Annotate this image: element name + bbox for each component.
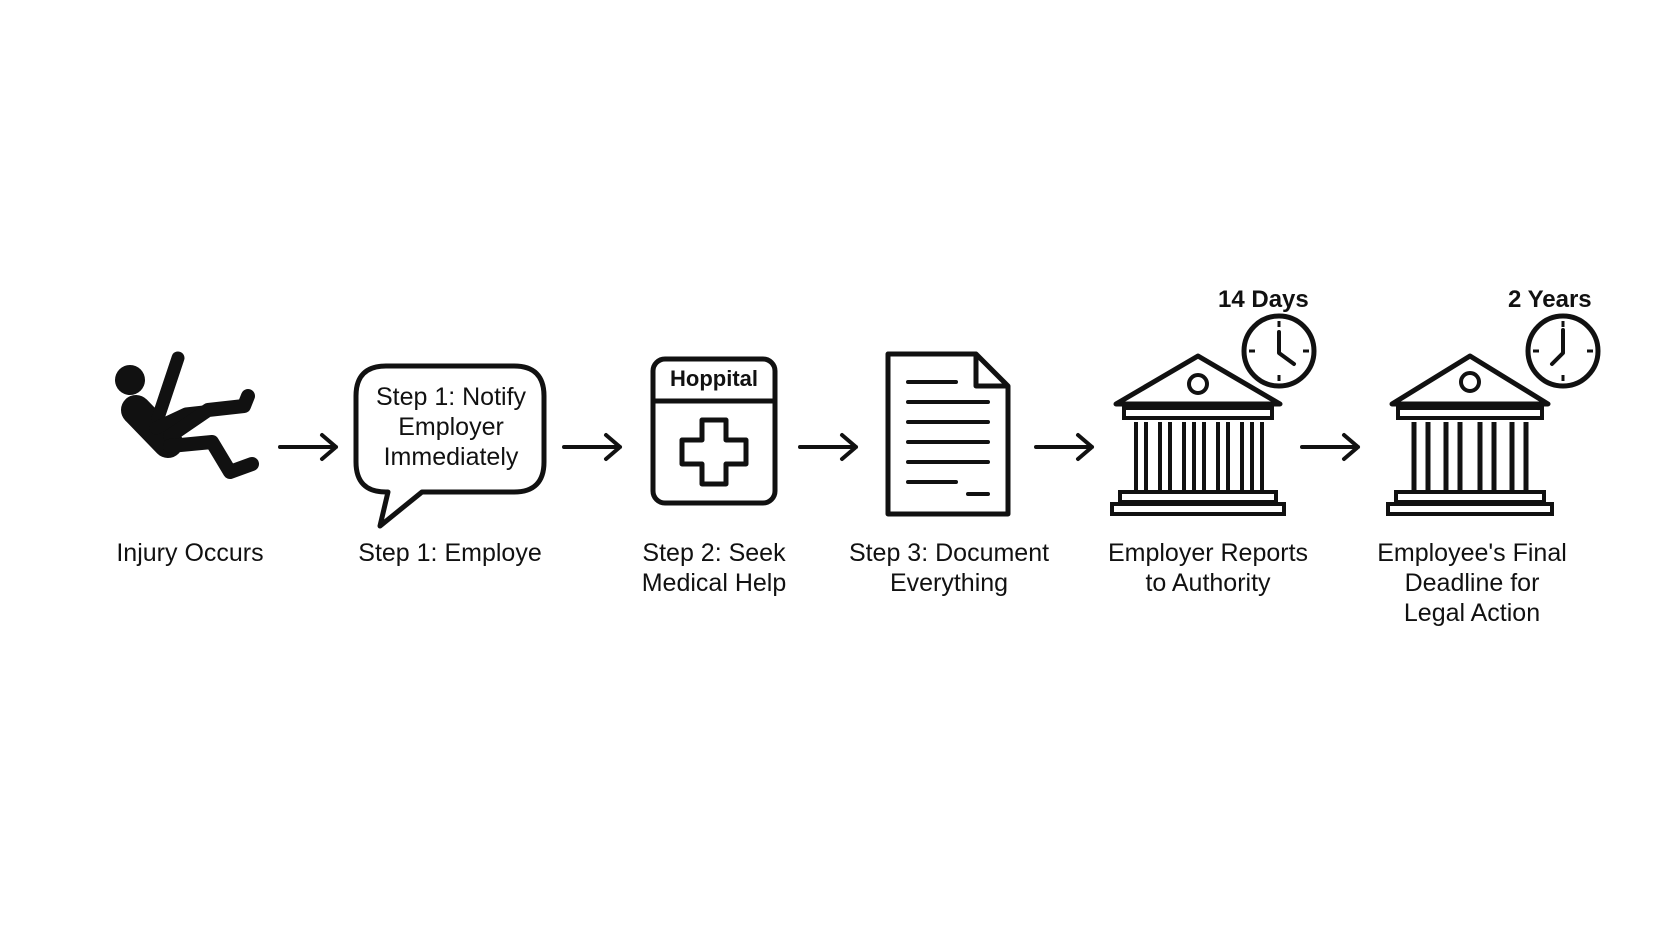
step-label-employer-report: Employer Reports to Authority (1107, 539, 1309, 597)
arrow-right-icon (1300, 432, 1364, 467)
arrow-right-icon (278, 432, 342, 467)
clock-icon (1524, 312, 1602, 390)
hospital-icon (650, 356, 778, 506)
deadline-label-2-years: 2 Years (1508, 286, 1592, 313)
arrow-right-icon (562, 432, 626, 467)
speech-bubble-icon (352, 362, 548, 532)
falling-person-icon (108, 348, 268, 498)
deadline-label-14-days: 14 Days (1218, 286, 1309, 313)
document-icon (884, 350, 1012, 518)
step-label-final-deadline: Employee's Final Deadline for Legal Acti… (1377, 539, 1567, 627)
government-building-icon (1108, 352, 1288, 518)
clock-icon (1240, 312, 1318, 390)
arrow-right-icon (798, 432, 862, 467)
government-building-icon (1384, 352, 1556, 518)
step-label-injury: Injury Occurs (116, 539, 264, 567)
arrow-right-icon (1034, 432, 1098, 467)
hospital-sign-text: Hoppital (670, 366, 758, 391)
step-label-document: Step 3: Document Everything (848, 539, 1050, 597)
step-label-medical: Step 2: Seek Medical Help (641, 539, 787, 597)
speech-bubble-text: Step 1: Notify Employer Immediately (375, 383, 527, 471)
step-label-notify: Step 1: Employe (358, 539, 542, 567)
